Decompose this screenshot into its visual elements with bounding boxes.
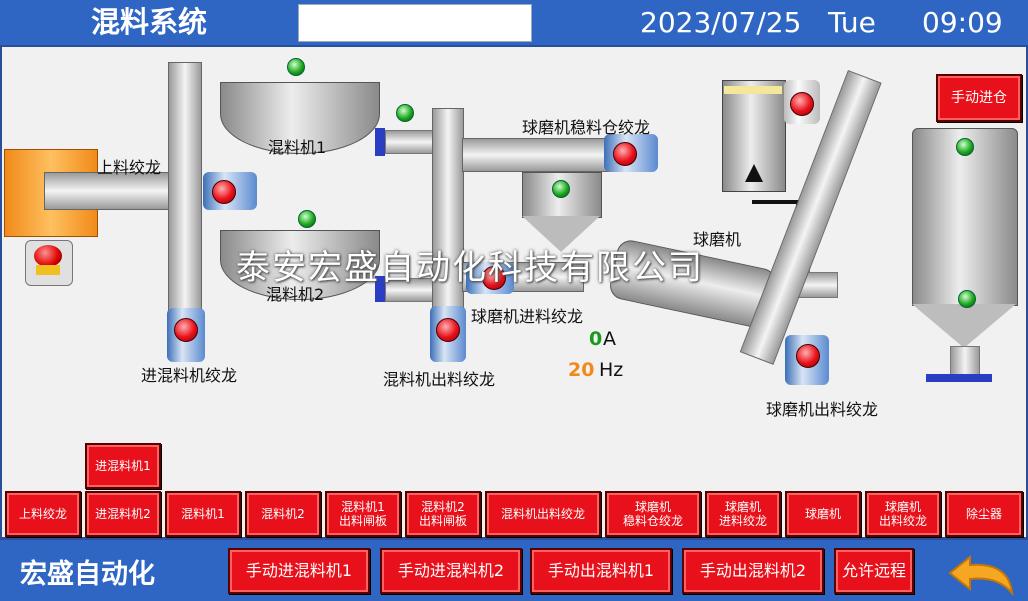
mixer-1-outlet-pipe xyxy=(385,130,437,154)
emergency-stop-button[interactable] xyxy=(25,240,73,286)
footer-button-2[interactable]: 手动出混料机1 xyxy=(530,548,672,594)
mixer-2-label: 混料机2 xyxy=(266,285,325,304)
ctrl-button-2[interactable]: 混料机1 xyxy=(165,491,241,537)
ctrl-button-3[interactable]: 混料机2 xyxy=(245,491,321,537)
back-arrow-icon xyxy=(948,554,1014,597)
mixer-1-run-led xyxy=(287,58,305,76)
dust-collector-status-indicator[interactable] xyxy=(790,92,814,116)
storage-silo-outlet xyxy=(950,346,980,376)
footer-button-1[interactable]: 手动进混料机2 xyxy=(380,548,522,594)
ctrl-button-11[interactable]: 除尘器 xyxy=(945,491,1023,537)
footer-button-3[interactable]: 手动出混料机2 xyxy=(682,548,824,594)
mill-freq-value: 20 xyxy=(568,359,595,381)
silo-low-level-led xyxy=(958,290,976,308)
dust-duct-h xyxy=(752,200,798,204)
silo-high-level-led xyxy=(956,138,974,156)
mixer-1-tank xyxy=(220,82,380,154)
ctrl-button-4[interactable]: 混料机1 出料闸板 xyxy=(325,491,401,537)
mixer-in-screw-body xyxy=(168,62,202,334)
ctrl-button-mixer-in-1[interactable]: 进混料机1 xyxy=(85,443,161,489)
mixer-1-gate xyxy=(375,128,385,156)
weekday-display: Tue xyxy=(828,6,876,39)
mixer-2-tank xyxy=(220,230,380,300)
ctrl-button-9[interactable]: 球磨机 xyxy=(785,491,861,537)
footer-button-4[interactable]: 允许远程 xyxy=(834,548,914,594)
mixer-2-outlet-pipe xyxy=(385,278,437,302)
buffer-silo-led xyxy=(552,180,570,198)
dust-flow-arrow-icon xyxy=(745,164,763,182)
storage-silo-cone xyxy=(912,304,1016,348)
mill-freq-unit: Hz xyxy=(599,359,624,381)
ctrl-button-5[interactable]: 混料机2 出料闸板 xyxy=(405,491,481,537)
mixer-in-screw-label: 进混料机绞龙 xyxy=(141,366,238,385)
ctrl-button-7[interactable]: 球磨机 稳料仓绞龙 xyxy=(605,491,701,537)
ctrl-button-0[interactable]: 上料绞龙 xyxy=(5,491,81,537)
date-display: 2023/07/25 xyxy=(640,6,802,39)
storage-silo xyxy=(912,128,1018,306)
mill-in-screw-status-indicator[interactable] xyxy=(482,266,506,290)
mixer-1-gate-led xyxy=(396,104,414,122)
ctrl-button-10[interactable]: 球磨机 出料绞龙 xyxy=(865,491,941,537)
mixer-out-screw-body xyxy=(432,108,464,330)
emergency-stop-base xyxy=(36,265,60,275)
back-button[interactable] xyxy=(944,549,1022,597)
ctrl-button-6[interactable]: 混料机出料绞龙 xyxy=(485,491,601,537)
header-bar: 混料系统 2023/07/25 Tue 09:09 xyxy=(0,0,1028,45)
emergency-stop-icon xyxy=(34,245,62,267)
feed-screw-label: 上料绞龙 xyxy=(97,158,162,177)
mill-out-screw-label: 球磨机出料绞龙 xyxy=(766,400,879,419)
mill-buffer-screw-status-indicator[interactable] xyxy=(613,142,637,166)
mill-out-screw-status-indicator[interactable] xyxy=(796,344,820,368)
storage-silo-gate xyxy=(926,374,992,382)
header-text-field[interactable] xyxy=(298,4,532,42)
dust-collector-band xyxy=(724,86,782,94)
footer-button-0[interactable]: 手动进混料机1 xyxy=(228,548,370,594)
ball-mill-label: 球磨机 xyxy=(693,230,742,249)
mill-buffer-screw-body xyxy=(462,138,614,172)
feed-screw-status-indicator[interactable] xyxy=(212,180,236,204)
mixer-out-screw-label: 混料机出料绞龙 xyxy=(383,370,496,389)
mill-current-unit: A xyxy=(603,328,616,350)
manual-feed-silo-button[interactable]: 手动进仓 xyxy=(936,74,1022,122)
mixer-2-gate xyxy=(375,276,385,302)
feed-screw-body xyxy=(44,172,176,210)
mixer-in-screw-status-indicator[interactable] xyxy=(174,318,198,342)
mixer-2-run-led xyxy=(298,210,316,228)
ctrl-button-8[interactable]: 球磨机 进料绞龙 xyxy=(705,491,781,537)
buffer-silo-cone xyxy=(522,216,600,252)
time-display: 09:09 xyxy=(922,6,1003,39)
mill-in-screw-label: 球磨机进料绞龙 xyxy=(471,307,584,326)
mixer-1-label: 混料机1 xyxy=(268,138,327,157)
brand-name: 宏盛自动化 xyxy=(20,559,155,590)
mill-buffer-screw-label: 球磨机稳料仓绞龙 xyxy=(522,118,651,137)
company-watermark: 泰安宏盛自动化科技有限公司 xyxy=(236,248,704,288)
ctrl-button-1[interactable]: 进混料机2 xyxy=(85,491,161,537)
mill-current-value: 0 xyxy=(589,328,603,350)
mixer-out-screw-status-indicator[interactable] xyxy=(436,318,460,342)
page-title: 混料系统 xyxy=(90,5,207,39)
